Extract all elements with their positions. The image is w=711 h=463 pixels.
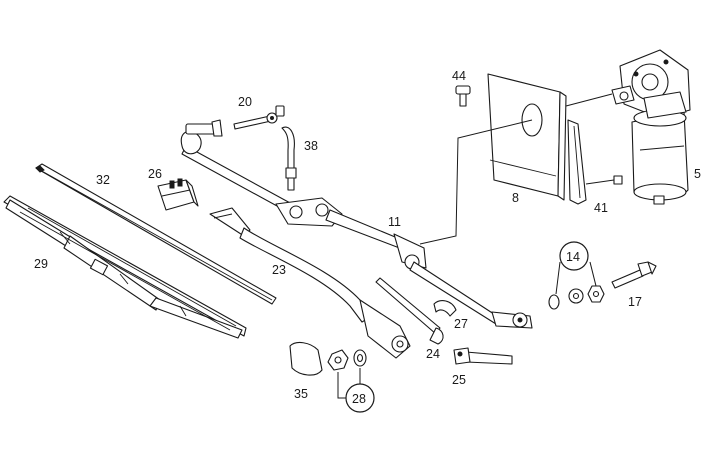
- callout-44: 44: [452, 69, 466, 83]
- bolt-part-44: [455, 85, 471, 107]
- callout-24: 24: [426, 347, 440, 361]
- blade-rubber-part-32: [35, 163, 277, 305]
- callout-41: 41: [594, 201, 608, 215]
- spray-bar-part-24: [375, 277, 444, 345]
- wiper-linkage: [180, 119, 533, 329]
- screw-part-20: [233, 105, 285, 130]
- callout-28: 28: [352, 392, 366, 406]
- callout-5: 5: [694, 167, 701, 181]
- callout-circle-28: [345, 383, 375, 413]
- callout-26: 26: [148, 167, 162, 181]
- callout-29: 29: [34, 257, 48, 271]
- clip-part-27: [433, 300, 457, 317]
- nut-washer-part-28: [327, 349, 367, 399]
- hose-part-25: [453, 347, 513, 365]
- switch-part-26: [157, 178, 199, 211]
- seal-part-41: [567, 119, 623, 205]
- nozzle-part-38: [281, 126, 297, 191]
- callout-8: 8: [512, 191, 519, 205]
- callout-32: 32: [96, 173, 110, 187]
- callout-23: 23: [272, 263, 286, 277]
- wiper-arm-part-23: [209, 207, 411, 359]
- leader-plate-to-linkage: [419, 119, 533, 245]
- ball-joint-part-17: [611, 261, 657, 289]
- callout-27: 27: [454, 317, 468, 331]
- leader-motor-to-plate: [565, 93, 613, 107]
- wiper-motor-part-5: [611, 49, 691, 205]
- wiper-blade-part-29: [3, 195, 247, 339]
- callout-35: 35: [294, 387, 308, 401]
- washer-group-part-14: [548, 261, 605, 310]
- callout-25: 25: [452, 373, 466, 387]
- callout-11: 11: [388, 215, 401, 229]
- cap-part-35: [289, 341, 323, 376]
- callout-14: 14: [566, 250, 580, 264]
- callout-20: 20: [238, 95, 252, 109]
- callout-38: 38: [304, 139, 318, 153]
- callout-circle-14: [559, 241, 589, 271]
- mounting-plate-part-8: [487, 73, 567, 201]
- callout-17: 17: [628, 295, 642, 309]
